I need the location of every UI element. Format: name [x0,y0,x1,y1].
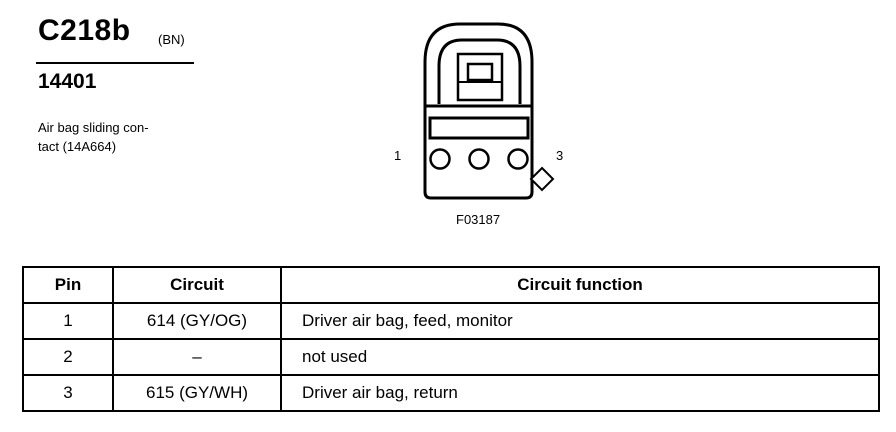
header-circuit-function: Circuit function [280,266,880,304]
pin-cell: 1 [22,302,114,340]
pin-label-1: 1 [394,148,401,163]
keyway-slot [428,116,530,140]
pin-3-marker [529,166,555,192]
figure-id: F03187 [456,212,501,227]
pin-cavity-1 [429,148,451,170]
table-row: 2 – not used [22,338,880,376]
table-row: 1 614 (GY/OG) Driver air bag, feed, moni… [22,302,880,340]
latch-block [456,52,504,102]
header-pin: Pin [22,266,114,304]
latch-notch [466,62,494,82]
pin-table: Pin Circuit Circuit function 1 614 (GY/O… [22,266,880,412]
function-cell: not used [280,338,880,376]
table-row: 3 615 (GY/WH) Driver air bag, return [22,374,880,412]
pin-cavity-3 [507,148,529,170]
connector-face-diagram: 1 3 [394,22,563,200]
pin-label-3: 3 [556,148,563,163]
circuit-cell: 614 (GY/OG) [112,302,282,340]
connector-color: (BN) [158,32,185,47]
description-line-2: tact (14A664) [38,139,117,154]
pin-cell: 2 [22,338,114,376]
pin-cavity-2 [468,148,490,170]
circuit-cell: 615 (GY/WH) [112,374,282,412]
function-cell: Driver air bag, return [280,374,880,412]
table-header-row: Pin Circuit Circuit function [22,266,880,304]
connector-description: Air bag sliding con- tact (14A664) [38,118,198,156]
pin-cell: 3 [22,374,114,412]
header-circuit: Circuit [112,266,282,304]
part-number: 14401 [38,70,97,93]
connector-housing [423,22,534,200]
circuit-cell: – [112,338,282,376]
connector-id: C218b [38,14,131,47]
description-line-1: Air bag sliding con- [38,120,149,135]
title-divider [36,62,194,64]
locking-tab [437,38,522,104]
function-cell: Driver air bag, feed, monitor [280,302,880,340]
